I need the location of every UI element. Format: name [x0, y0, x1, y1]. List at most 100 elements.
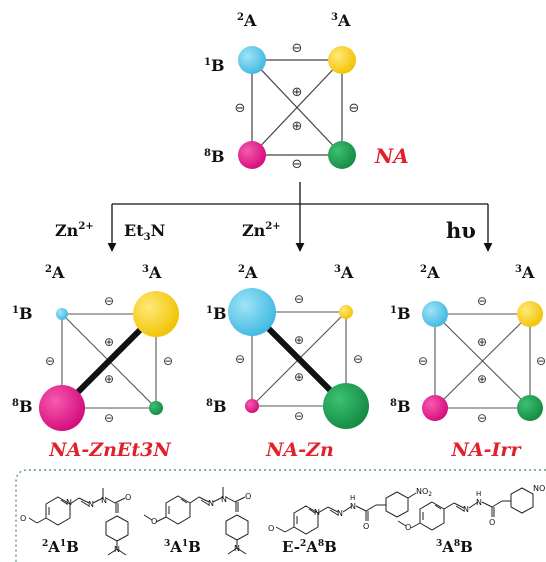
node-3a [328, 46, 356, 74]
sign-minus: ⊖ [294, 292, 304, 306]
node-2a [228, 288, 276, 336]
square-na: ⊖ ⊖ ⊖ ⊖ ⊕ ⊕ 2A 3A 1B 8B NA [204, 11, 409, 172]
molecule-label-2a1b: 2A1B [42, 538, 79, 556]
node-3a [339, 305, 353, 319]
sign-minus: ⊖ [536, 354, 546, 368]
label-3a: 3A [142, 263, 162, 282]
node-green [323, 383, 369, 429]
label-2a: 2A [238, 263, 258, 282]
sign-minus: ⊖ [45, 354, 55, 368]
node-green [328, 141, 356, 169]
atom-h: H [350, 494, 355, 502]
square-na-irr: ⊖ ⊖ ⊖ ⊖ ⊕ ⊕ 2A 3A 1B 8B NA-Irr [390, 263, 546, 461]
label-3a: 3A [515, 263, 535, 282]
atom-o: O [151, 517, 157, 526]
atom-n: N [234, 544, 240, 553]
molecule-2a1b [28, 488, 129, 556]
sign-plus: ⊕ [292, 119, 303, 134]
branch-arrows: Zn2+ Et3N Zn2+ hυ [55, 182, 493, 252]
label-8b: 8B [206, 397, 227, 416]
label-8b: 8B [390, 397, 411, 416]
atom-n: N [101, 496, 107, 505]
atom-o: O [363, 522, 369, 531]
state-name-na-zn: NA-Zn [265, 439, 334, 461]
molecule-e-2a8b [275, 491, 417, 535]
sign-minus: ⊖ [163, 354, 173, 368]
label-1b: 1B [390, 304, 411, 323]
atom-o: O [20, 514, 26, 523]
state-name-na-znet3n: NA-ZnEt3N [48, 439, 171, 461]
node-green [149, 401, 163, 415]
sign-plus: ⊕ [477, 335, 487, 349]
molecule-panel: N O N N O N 2A1B O N N [15, 469, 546, 562]
sign-plus: ⊕ [104, 372, 114, 386]
node-3a [133, 291, 179, 337]
state-name-na-irr: NA-Irr [451, 439, 523, 461]
reagent-zn-mid: Zn2+ [242, 221, 281, 240]
label-2a: 2A [237, 11, 257, 30]
atom-n: N [350, 502, 356, 511]
atom-n: N [476, 498, 482, 507]
node-8b [245, 399, 259, 413]
atom-h: H [476, 490, 481, 498]
label-1b: 1B [12, 304, 33, 323]
atom-o: O [245, 492, 251, 501]
reagent-hv: hυ [446, 218, 476, 243]
atom-n: N [66, 498, 72, 507]
sign-minus: ⊖ [477, 294, 487, 308]
sign-minus: ⊖ [104, 411, 114, 425]
reagent-et3n: Et3N [124, 221, 165, 243]
node-2a [56, 308, 68, 320]
molecule-3a8b [397, 487, 534, 531]
node-8b [422, 395, 448, 421]
node-2a [238, 46, 266, 74]
label-8b: 8B [12, 397, 33, 416]
label-2a: 2A [45, 263, 65, 282]
label-3a: 3A [331, 11, 351, 30]
sign-minus: ⊖ [235, 101, 246, 116]
molecule-label-3a1b: 3A1B [164, 538, 201, 556]
atom-n: N [337, 509, 343, 518]
atom-n: N [208, 499, 214, 508]
label-2a: 2A [420, 263, 440, 282]
label-1b: 1B [206, 304, 227, 323]
atom-o: O [489, 518, 495, 527]
sign-minus: ⊖ [349, 101, 360, 116]
atom-n: N [221, 495, 227, 504]
node-green [517, 395, 543, 421]
molecule-label-3a8b: 3A8B [436, 538, 473, 556]
sign-plus: ⊕ [104, 335, 114, 349]
nitro-group: NO [533, 484, 545, 493]
label-8b: 8B [204, 147, 225, 166]
nitro-group: NO2 [416, 487, 432, 498]
sign-minus: ⊖ [294, 409, 304, 423]
node-8b [39, 385, 85, 431]
molecule-3a1b [143, 487, 249, 555]
node-3a [517, 301, 543, 327]
atom-o: O [268, 524, 274, 533]
molecule-label-e-2a8b: E-2A8B [282, 538, 337, 556]
label-1b: 1B [204, 56, 225, 75]
sign-minus: ⊖ [292, 41, 303, 56]
node-8b [238, 141, 266, 169]
sign-minus: ⊖ [353, 352, 363, 366]
sign-plus: ⊕ [294, 333, 304, 347]
sign-plus: ⊕ [294, 370, 304, 384]
reagent-zn-left: Zn2+ [55, 221, 94, 240]
state-name-na: NA [374, 144, 409, 168]
sign-plus: ⊕ [477, 372, 487, 386]
sign-minus: ⊖ [418, 354, 428, 368]
sign-minus: ⊖ [477, 411, 487, 425]
square-na-zn: ⊖ ⊖ ⊖ ⊖ ⊕ ⊕ 2A 3A 1B 8B NA-Zn [206, 263, 369, 461]
sign-minus: ⊖ [235, 352, 245, 366]
atom-o: O [405, 523, 411, 532]
sign-minus: ⊖ [104, 294, 114, 308]
sign-minus: ⊖ [292, 157, 303, 172]
atom-n: N [114, 545, 120, 554]
label-3a: 3A [334, 263, 354, 282]
sign-plus: ⊕ [292, 85, 303, 100]
square-na-znet3n: ⊖ ⊖ ⊖ ⊖ ⊕ ⊕ 2A 3A 1B 8B NA-ZnEt3N [12, 263, 179, 461]
atom-n: N [463, 505, 469, 514]
atom-n: N [88, 500, 94, 509]
